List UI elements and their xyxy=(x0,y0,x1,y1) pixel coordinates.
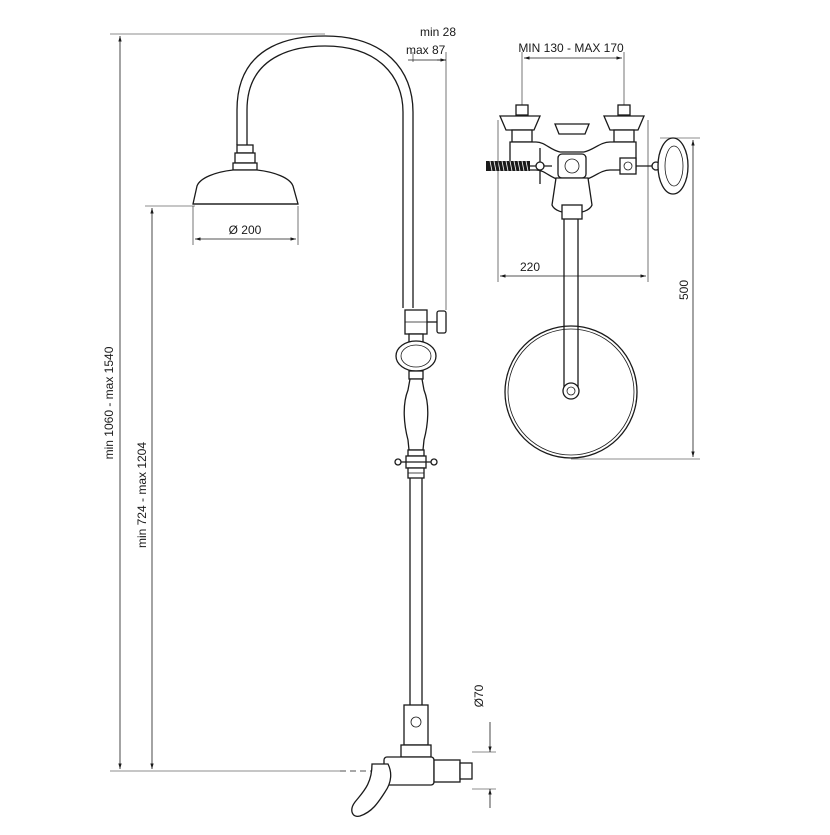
handshower-holder xyxy=(395,340,437,372)
shower-head-plan xyxy=(504,325,638,459)
front-view xyxy=(192,35,473,817)
left-valve-head xyxy=(499,115,541,131)
offset-max-label: max 87 xyxy=(406,43,446,57)
top-height-label: 500 xyxy=(677,280,691,300)
head-connector xyxy=(236,144,254,154)
shower-head xyxy=(192,169,299,205)
top-width-label: 220 xyxy=(520,260,540,274)
hose-plan xyxy=(486,161,530,171)
top-dimensions: MIN 130 - MAX 170 220 500 xyxy=(497,41,700,460)
head-diameter-label: Ø 200 xyxy=(229,223,262,237)
total-height-label: min 1060 - max 1540 xyxy=(102,346,116,459)
mixer-body xyxy=(383,756,435,786)
inlet-diameter-label: Ø70 xyxy=(472,684,486,707)
right-valve-head xyxy=(603,115,645,131)
diverter-knob xyxy=(436,310,447,334)
center-cap xyxy=(554,123,590,135)
top-view xyxy=(486,104,689,459)
gooseneck-arm-inner xyxy=(246,45,404,308)
front-dimensions: min 1060 - max 1540 min 724 - max 1204 Ø… xyxy=(102,25,496,808)
center-distance-label: MIN 130 - MAX 170 xyxy=(518,41,624,55)
head-height-label: min 724 - max 1204 xyxy=(135,442,149,548)
gooseneck-arm xyxy=(236,35,414,308)
offset-min-label: min 28 xyxy=(420,25,456,39)
handshower-handle xyxy=(403,378,429,451)
bottom-fitting xyxy=(403,704,429,746)
lever-handle xyxy=(351,763,392,817)
